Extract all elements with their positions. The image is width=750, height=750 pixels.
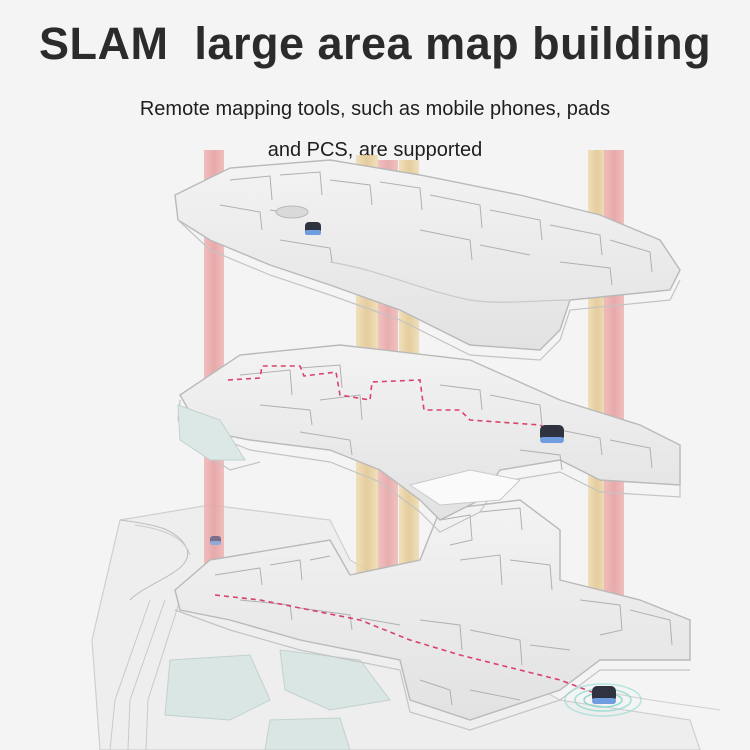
water-area-3 bbox=[264, 717, 351, 750]
water-area-mid bbox=[177, 404, 246, 461]
subtitle-line-2: and PCS, are supported bbox=[267, 139, 483, 161]
robot-ground-left bbox=[210, 536, 221, 545]
pillar-red-left bbox=[204, 150, 224, 590]
robot-ground-right bbox=[564, 683, 642, 717]
mapping-path-ground bbox=[214, 594, 601, 696]
robot-middle bbox=[540, 425, 564, 443]
floor-top bbox=[174, 159, 681, 361]
robot-top bbox=[305, 222, 321, 235]
subtitle-line-1: Remote mapping tools, such as mobile pho… bbox=[139, 98, 611, 120]
mapping-path-middle bbox=[227, 365, 553, 433]
water-area-1 bbox=[164, 654, 271, 721]
page-title: SLAM large area map building bbox=[38, 18, 712, 69]
floor-middle bbox=[177, 344, 681, 533]
floor-ground bbox=[174, 499, 691, 731]
water-area-2 bbox=[279, 649, 391, 711]
